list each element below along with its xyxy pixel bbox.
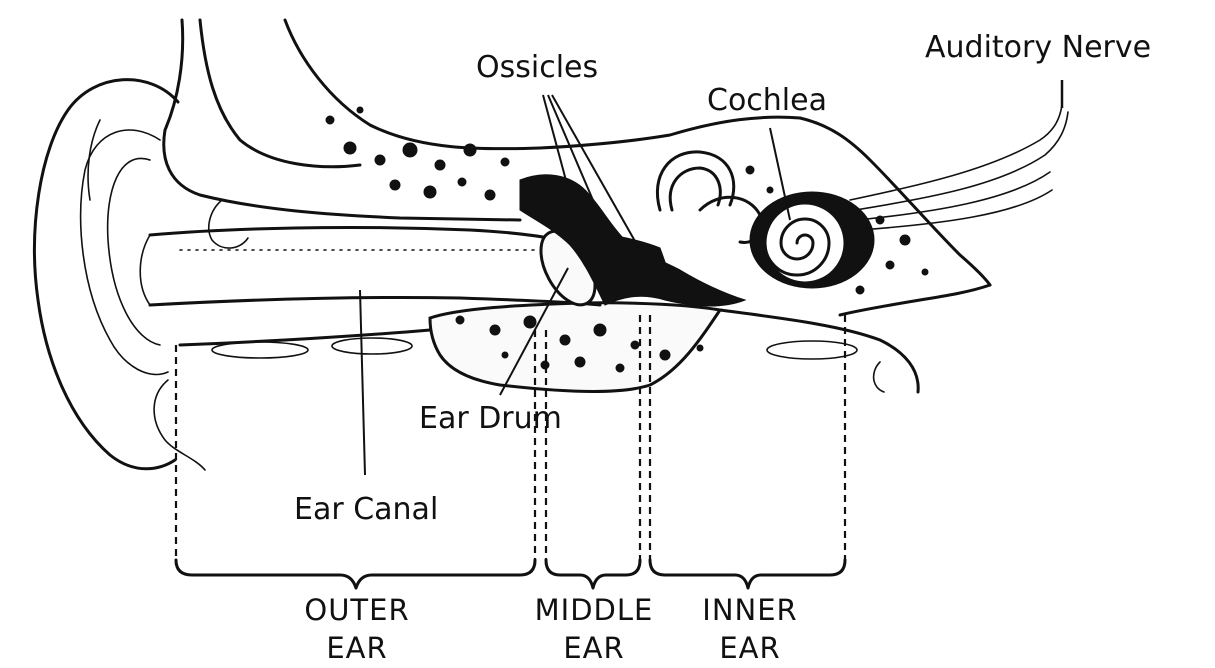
ear-canal-tube	[140, 228, 600, 305]
auditory-nerve-label: Auditory Nerve	[925, 30, 1151, 65]
outer-ear-label-line1: OUTER	[304, 593, 409, 627]
middle-ear-label-line2: EAR	[563, 631, 624, 665]
inner-ear-label-line1: INNER	[702, 593, 797, 627]
inner-ear-label-line2: EAR	[719, 631, 780, 665]
region-braces	[176, 560, 845, 588]
pinna	[35, 80, 205, 470]
cochlea-label: Cochlea	[707, 83, 827, 118]
outer-ear-label-line2: EAR	[326, 631, 387, 665]
semicircular-canals	[657, 152, 762, 243]
auditory-nerve-fibers	[850, 105, 1068, 230]
ossicles-label: Ossicles	[476, 50, 598, 85]
cochlea-shape	[750, 192, 874, 288]
ear-drum-label: Ear Drum	[419, 401, 562, 436]
middle-ear-label-line1: MIDDLE	[535, 593, 654, 627]
ear-canal-label: Ear Canal	[294, 492, 438, 527]
